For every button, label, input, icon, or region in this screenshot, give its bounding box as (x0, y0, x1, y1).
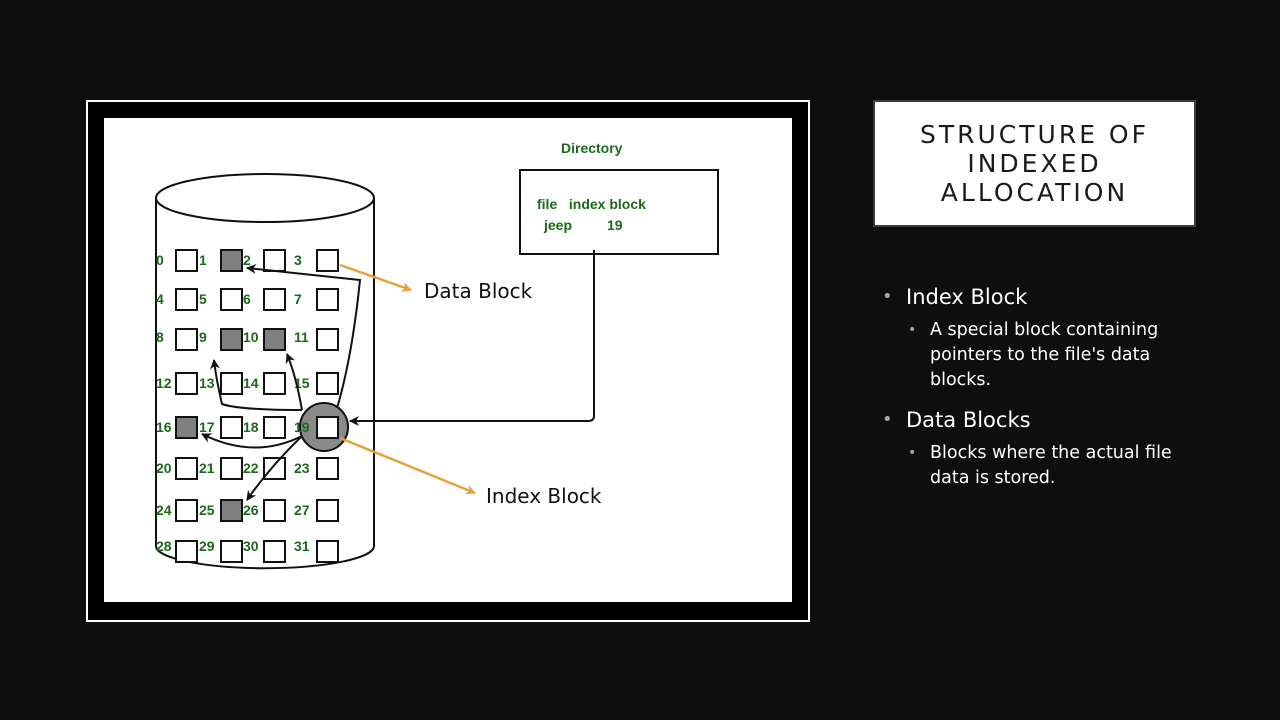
disk-block-label-14: 14 (243, 375, 259, 391)
disk-block-label-23: 23 (294, 460, 310, 476)
disk-block-9 (220, 328, 243, 351)
disk-block-label-13: 13 (199, 375, 215, 391)
disk-block-20 (175, 457, 198, 480)
disk-block-4 (175, 288, 198, 311)
directory-pointer-arrow (349, 250, 595, 426)
disk-block-label-7: 7 (294, 291, 302, 307)
disk-block-label-4: 4 (156, 291, 164, 307)
disk-block-30 (263, 540, 286, 563)
disk-top (155, 173, 375, 223)
pointer-to-25 (246, 435, 303, 501)
pointer-to-1 (246, 263, 362, 409)
disk-block-label-26: 26 (243, 502, 259, 518)
disk-block-label-22: 22 (243, 460, 259, 476)
data-block-callout: Data Block (424, 279, 533, 303)
disk-block-23 (316, 457, 339, 480)
disk-block-label-2: 2 (243, 252, 251, 268)
index-block-callout-arrow (339, 436, 476, 495)
directory-headers: file index block (537, 196, 646, 212)
disk-block-label-25: 25 (199, 502, 215, 518)
disk-block-label-18: 18 (243, 419, 259, 435)
disk-block-0 (175, 249, 198, 272)
disk-block-26 (263, 499, 286, 522)
disk-block-label-6: 6 (243, 291, 251, 307)
disk-block-label-30: 30 (243, 538, 259, 554)
disk-block-label-3: 3 (294, 252, 302, 268)
bullet-index-block-detail: A special block containing pointers to t… (882, 318, 1192, 393)
bullet-data-blocks-detail: Blocks where the actual file data is sto… (882, 441, 1192, 491)
disk-block-16 (175, 416, 198, 439)
bullet-index-block: Index Block (882, 282, 1192, 312)
disk-block-label-20: 20 (156, 460, 172, 476)
disk-block-31 (316, 540, 339, 563)
disk-block-11 (316, 328, 339, 351)
disk-block-5 (220, 288, 243, 311)
disk-block-17 (220, 416, 243, 439)
data-block-callout-arrow (339, 263, 412, 292)
pointer-arrows (201, 250, 595, 501)
disk-block-label-11: 11 (294, 329, 309, 345)
disk-block-label-21: 21 (199, 460, 215, 476)
directory-file: jeep (543, 217, 572, 233)
disk-block-7 (316, 288, 339, 311)
disk-block-15 (316, 372, 339, 395)
disk-block-label-16: 16 (156, 419, 172, 435)
disk-block-label-28: 28 (156, 538, 172, 554)
bullet-data-blocks: Data Blocks (882, 405, 1192, 435)
disk-block-6 (263, 288, 286, 311)
slide-title: STRUCTURE OF INDEXED ALLOCATION (919, 120, 1149, 207)
disk-block-29 (220, 540, 243, 563)
disk-block-label-1: 1 (199, 252, 207, 268)
bullet-list: Index Block A special block containing p… (882, 282, 1192, 503)
index-block-callout: Index Block (486, 484, 602, 508)
disk-block-24 (175, 499, 198, 522)
callout-arrows (339, 263, 476, 495)
disk-block-14 (263, 372, 286, 395)
disk-block-27 (316, 499, 339, 522)
disk-block-1 (220, 249, 243, 272)
directory-title: Directory (561, 140, 623, 156)
directory-index: 19 (607, 217, 623, 233)
disk-block-label-17: 17 (199, 419, 215, 435)
disk-block-12 (175, 372, 198, 395)
pointer-to-9 (210, 359, 303, 411)
disk-block-label-5: 5 (199, 291, 207, 307)
disk-block-18 (263, 416, 286, 439)
disk-block-label-27: 27 (294, 502, 310, 518)
disk-block-3 (316, 249, 339, 272)
disk-block-label-31: 31 (294, 538, 310, 554)
disk-block-label-10: 10 (243, 329, 259, 345)
disk-block-10 (263, 328, 286, 351)
disk-block-label-9: 9 (199, 329, 207, 345)
disk-block-19 (316, 416, 339, 439)
disk-block-label-0: 0 (156, 252, 164, 268)
disk-block-22 (263, 457, 286, 480)
pointer-to-16 (201, 433, 303, 449)
disk-block-25 (220, 499, 243, 522)
disk-block-label-24: 24 (156, 502, 172, 518)
disk-block-label-29: 29 (199, 538, 215, 554)
slide-title-box: STRUCTURE OF INDEXED ALLOCATION (873, 100, 1196, 227)
disk-block-label-8: 8 (156, 329, 164, 345)
disk-block-28 (175, 540, 198, 563)
disk-block-2 (263, 249, 286, 272)
disk-block-label-12: 12 (156, 375, 172, 391)
disk-block-13 (220, 372, 243, 395)
disk-block-21 (220, 457, 243, 480)
directory-table (519, 169, 719, 255)
pointer-to-10 (285, 353, 303, 411)
disk-block-8 (175, 328, 198, 351)
disk-block-label-19: 19 (294, 419, 310, 435)
